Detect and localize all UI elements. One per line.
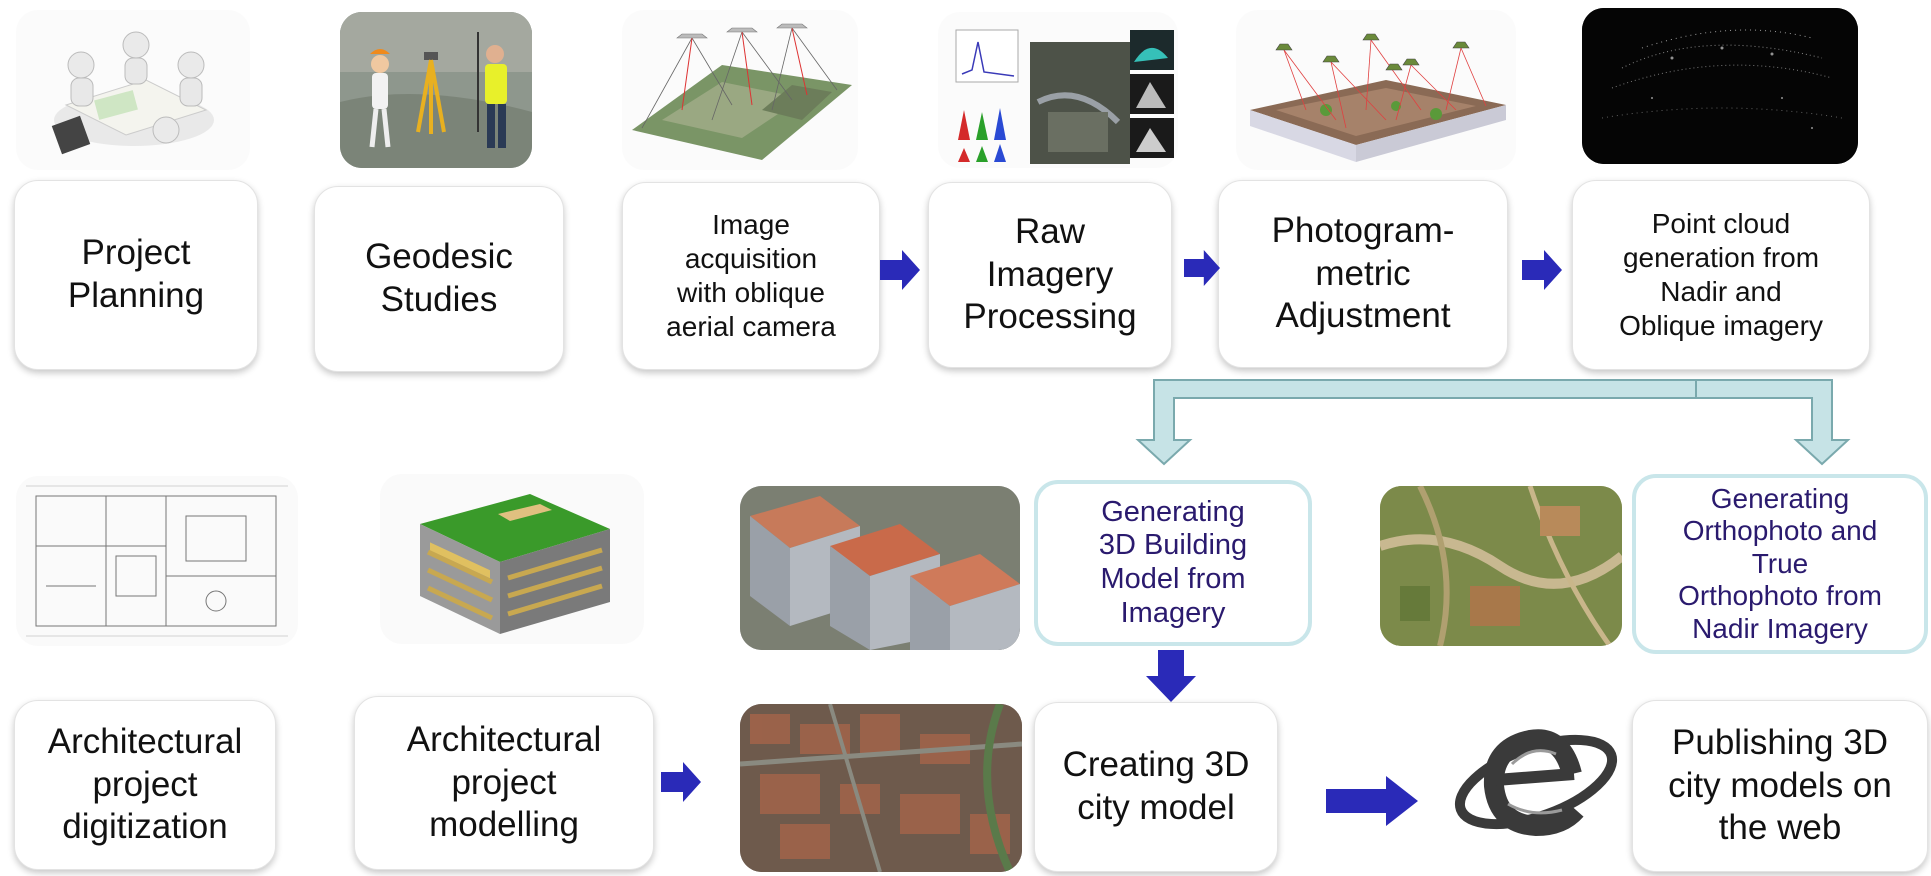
generating-orthophoto-box: Generating Orthophoto and True Orthophot… [1632,474,1928,654]
point-cloud-image [1582,8,1858,164]
arrow-right-icon [1184,248,1220,288]
surveyors-image [340,12,532,168]
raw-imagery-image [938,12,1178,168]
e-globe-icon [1452,714,1620,850]
building-photo-image [740,486,1020,650]
image-acquisition-box: Image acquisition with oblique aerial ca… [622,182,880,370]
geodesic-studies-box: Geodesic Studies [314,186,564,372]
creating-city-label: Creating 3D city model [1062,745,1250,827]
arch-digitization-box: Architectural project digitization [14,700,276,870]
raw-imagery-box: Raw Imagery Processing [928,182,1172,368]
arrow-down-icon [1146,650,1196,702]
arch-modelling-label: Architectural project modelling [406,719,602,845]
aerial-acquisition-image [622,10,858,170]
project-planning-label: Project Planning [67,233,205,315]
arrow-right-icon [880,248,920,292]
orthophoto-image [1380,486,1622,646]
photogrammetric-box: Photogram- metric Adjustment [1218,180,1508,368]
photogrammetric-label: Photogram- metric Adjustment [1271,210,1455,336]
geodesic-studies-label: Geodesic Studies [365,237,513,319]
creating-city-box: Creating 3D city model [1034,702,1278,872]
raw-imagery-label: Raw Imagery Processing [963,211,1137,337]
generating-3d-model-box: Generating 3D Building Model from Imager… [1034,480,1312,646]
publishing-label: Publishing 3D city models on the web [1668,722,1892,848]
image-acquisition-label: Image acquisition with oblique aerial ca… [666,208,836,343]
arrow-right-icon [1326,774,1418,828]
project-planning-box: Project Planning [14,180,258,370]
point-cloud-label: Point cloud generation from Nadir and Ob… [1619,207,1823,342]
building-model-image [380,474,644,644]
generating-orthophoto-label: Generating Orthophoto and True Orthophot… [1678,482,1882,644]
arch-modelling-box: Architectural project modelling [354,696,654,870]
city-aerial-image [740,704,1022,872]
arch-digitization-label: Architectural project digitization [47,721,243,847]
point-cloud-box: Point cloud generation from Nadir and Ob… [1572,180,1870,370]
meeting-people-image [16,10,250,170]
publishing-box: Publishing 3D city models on the web [1632,700,1928,872]
generating-3d-model-label: Generating 3D Building Model from Imager… [1098,495,1248,629]
arrow-right-icon [1520,248,1564,292]
architectural-drawing-image [16,476,298,646]
arrow-right-icon [660,760,702,804]
photogrammetric-image [1236,10,1516,170]
